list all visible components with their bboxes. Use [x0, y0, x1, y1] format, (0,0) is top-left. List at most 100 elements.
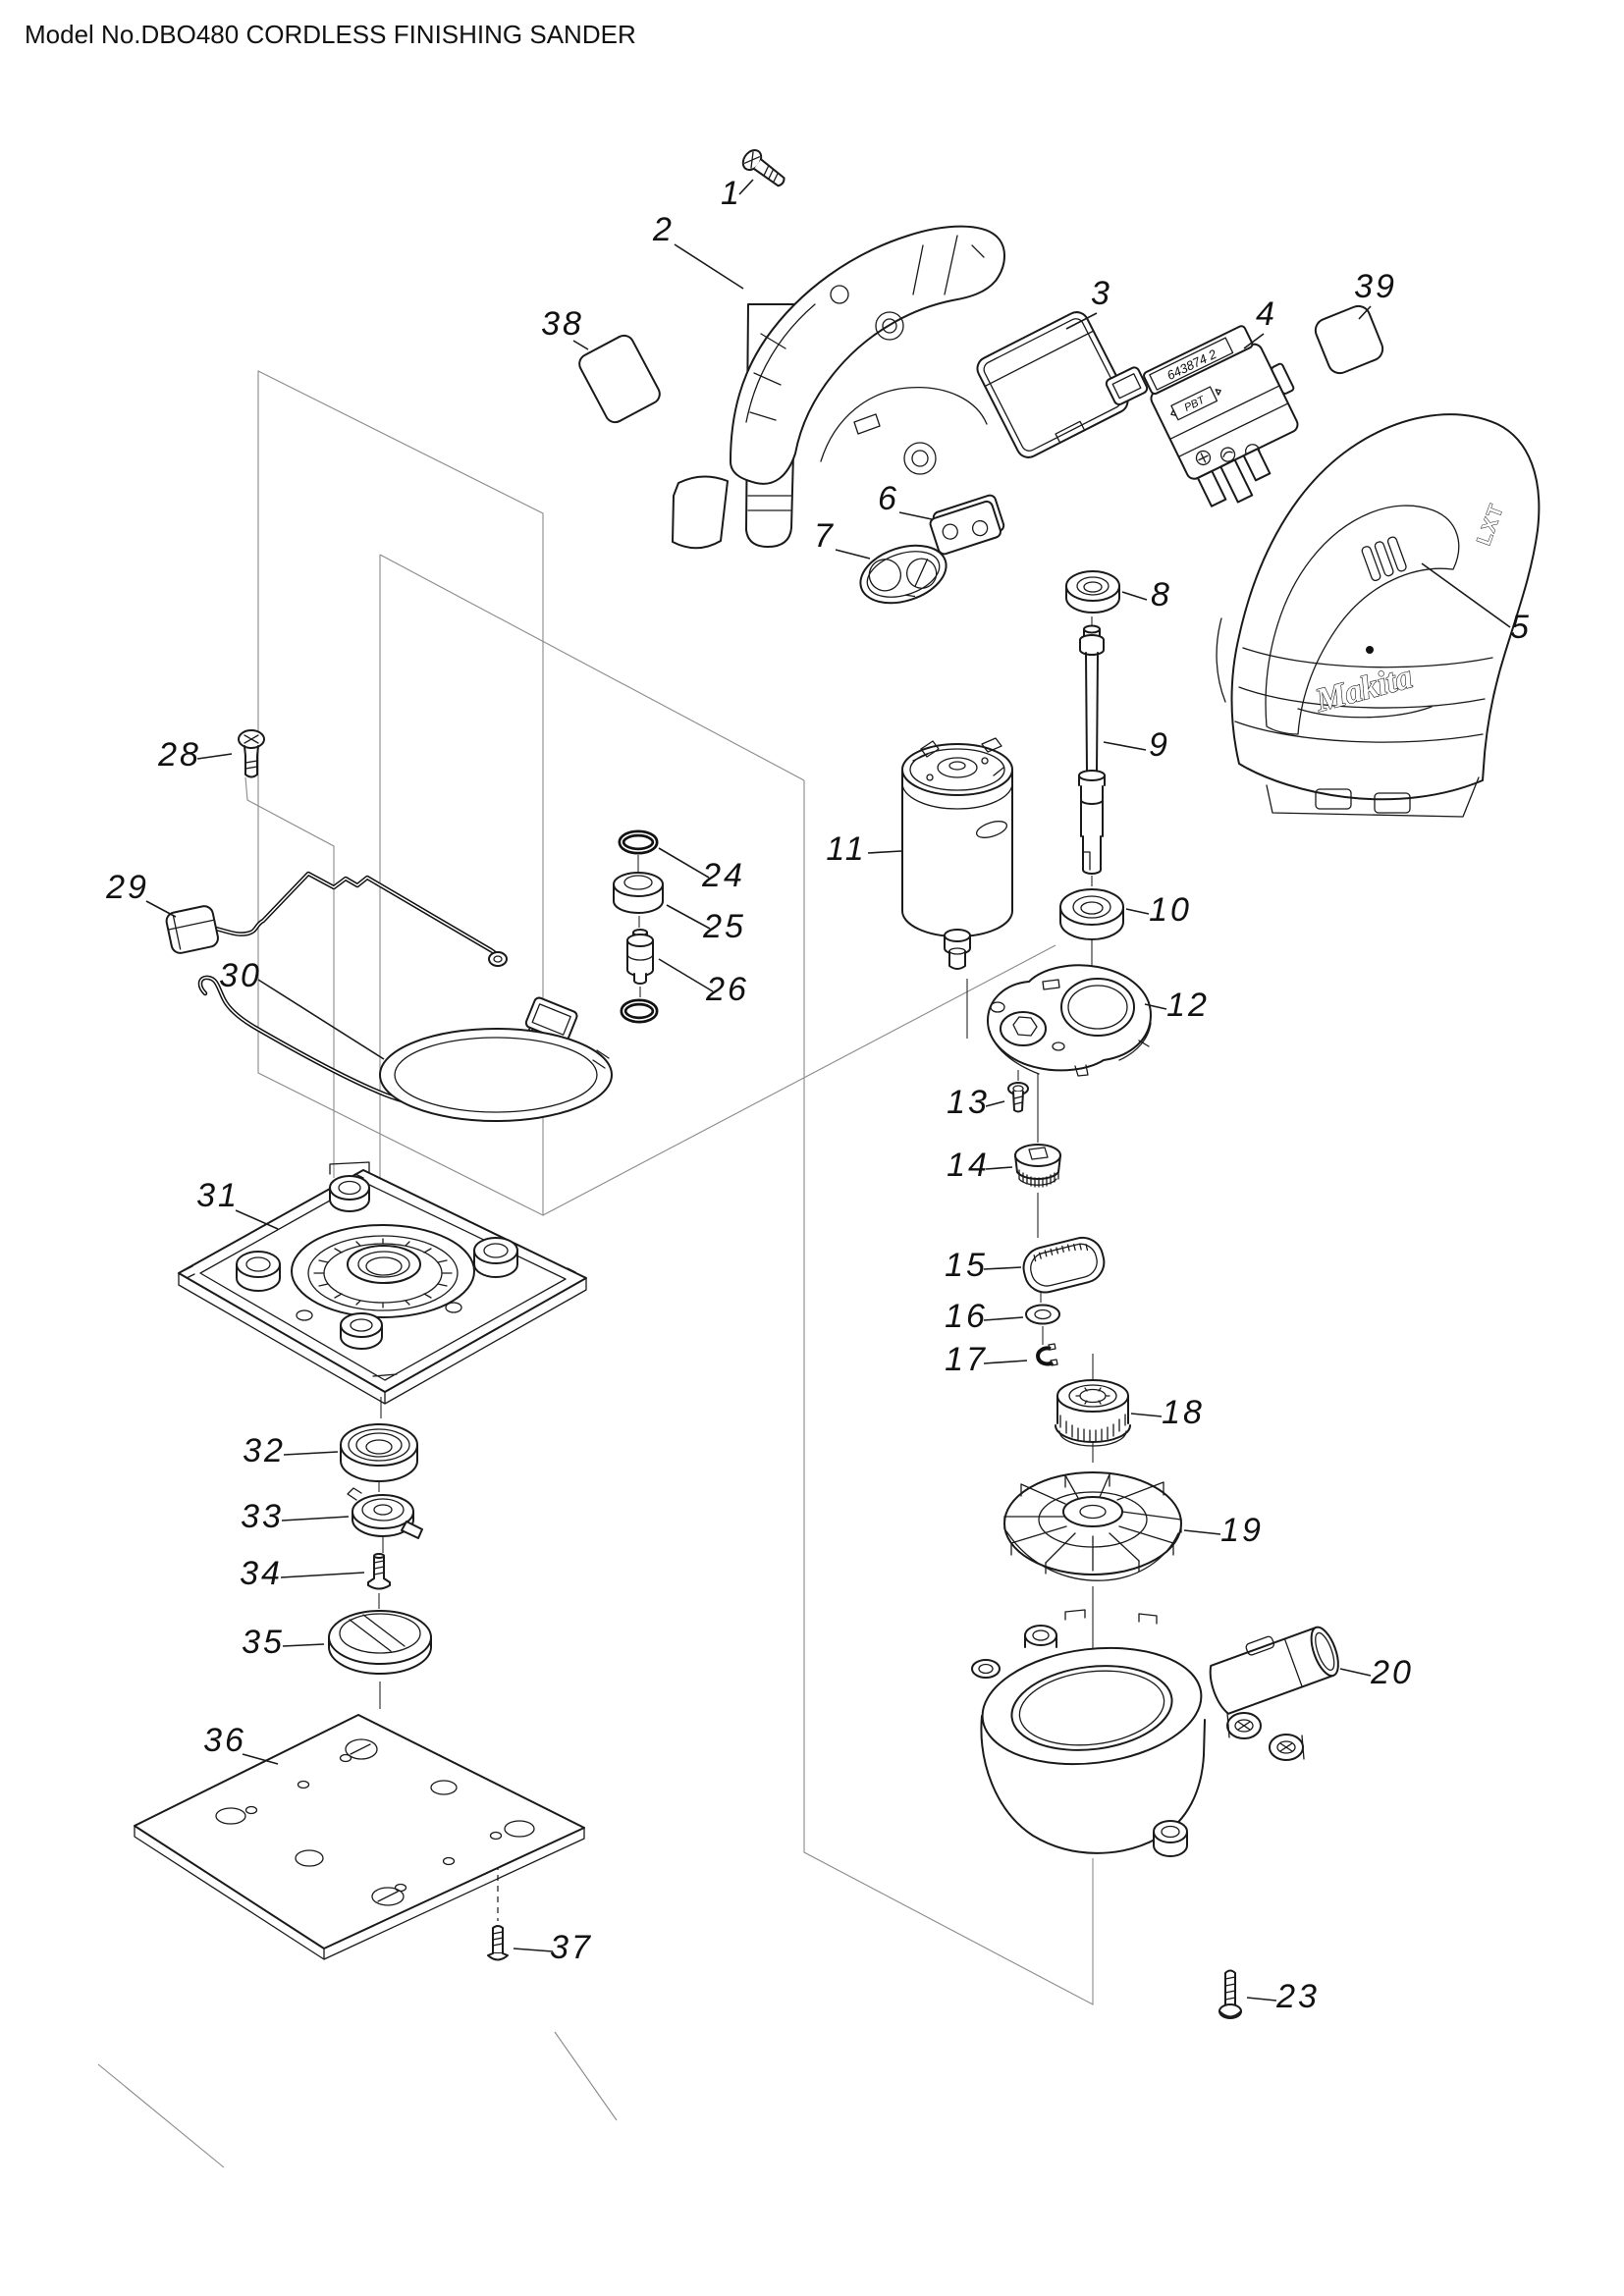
- part-callout-number: 16: [945, 1298, 988, 1335]
- part-25-sleeve: [613, 872, 664, 914]
- part-6-plate: [929, 494, 1005, 556]
- callout-leader-line: [572, 340, 589, 350]
- callout-leader-line: [196, 753, 233, 760]
- callout-leader-line: [983, 1360, 1028, 1364]
- part-callout-number: 9: [1149, 726, 1170, 764]
- callout-leader-line: [1421, 562, 1511, 628]
- part-8-bearing: [1065, 570, 1120, 614]
- callout-leader-line: [283, 1451, 339, 1456]
- part-callout-number: 10: [1149, 891, 1192, 929]
- part-callout-number: 30: [219, 957, 262, 994]
- part-5-motor-housing: Makita LXT: [1216, 413, 1541, 818]
- part-35-seal: [328, 1610, 432, 1675]
- part-callout-number: 13: [947, 1084, 990, 1121]
- callout-leader-line: [738, 179, 754, 195]
- part-callout-number: 24: [701, 857, 745, 894]
- part-28-screw: [238, 729, 265, 778]
- part-12-bearing-box: [987, 964, 1152, 1077]
- callout-leader-line: [280, 1572, 365, 1578]
- part-callout-number: 37: [550, 1929, 593, 1966]
- callout-leader-line: [1065, 312, 1098, 330]
- part-callout-number: 26: [705, 971, 749, 1008]
- part-14-pulley: [1014, 1144, 1061, 1188]
- part-4-switch: 643874 2 PBT: [1105, 325, 1299, 507]
- part-11-motor: [901, 737, 1013, 970]
- part-26-pin: [626, 929, 654, 985]
- part-callout-number: 18: [1162, 1394, 1205, 1431]
- part-callout-number: 6: [878, 480, 899, 517]
- part-34-screw: [367, 1553, 391, 1590]
- part-15-belt: [1022, 1236, 1106, 1294]
- part-39-label: [1314, 304, 1384, 375]
- callout-leader-line: [513, 1948, 554, 1952]
- part-callout-number: 4: [1256, 295, 1277, 333]
- part-callout-number: 14: [947, 1147, 990, 1184]
- page-title: Model No.DBO480 CORDLESS FINISHING SANDE…: [25, 20, 636, 49]
- part-callout-number: 35: [242, 1624, 285, 1661]
- callout-leader-line: [1125, 908, 1150, 915]
- part-callout-number: 5: [1510, 609, 1532, 646]
- callout-leader-line: [985, 1166, 1013, 1170]
- part-20-fan-housing: [971, 1609, 1339, 1857]
- part-17-retaining-ring: [1036, 1343, 1058, 1366]
- callout-leader-line: [983, 1266, 1022, 1270]
- callout-leader-line: [1339, 1668, 1372, 1677]
- part-callout-number: 31: [196, 1177, 240, 1214]
- part-33-balancer: [347, 1487, 423, 1539]
- part-callout-number: 7: [814, 517, 836, 555]
- callout-leader-line: [867, 850, 902, 854]
- callout-leader-line: [145, 900, 177, 918]
- callout-leader-line: [281, 1516, 350, 1522]
- part-callout-number: 15: [945, 1247, 988, 1284]
- part-callout-number: 8: [1151, 576, 1172, 614]
- part-callout-number: 17: [945, 1341, 988, 1378]
- callout-leader-line: [1144, 1003, 1167, 1010]
- callout-leader-line: [1243, 333, 1265, 349]
- part-callout-number: 23: [1275, 1978, 1320, 2015]
- callout-leader-line: [242, 1753, 279, 1765]
- callout-leader-line: [898, 511, 933, 520]
- callout-leader-line: [666, 904, 711, 930]
- part-23-screw: [1218, 1969, 1242, 2019]
- part-callout-number: 38: [541, 305, 584, 343]
- callout-leader-line: [835, 549, 871, 560]
- part-36-pad-plate: [134, 1714, 585, 1960]
- part-callout-number: 25: [702, 908, 746, 945]
- callout-leader-line: [1358, 305, 1372, 320]
- part-callout-number: 1: [721, 175, 742, 212]
- callout-leader-line: [235, 1209, 279, 1230]
- callout-leader-line: [1103, 741, 1147, 751]
- callout-leader-line: [282, 1643, 325, 1647]
- callout-leader-line: [658, 847, 710, 879]
- part-10-bearing: [1059, 888, 1124, 940]
- callout-leader-line: [674, 243, 744, 290]
- part-callout-number: 39: [1354, 268, 1397, 305]
- part-callout-number: 3: [1091, 275, 1112, 312]
- part-callout-number: 33: [241, 1498, 284, 1535]
- part-callout-number: 11: [826, 830, 866, 868]
- part-callout-number: 20: [1370, 1654, 1414, 1691]
- part-callout-number: 12: [1166, 987, 1210, 1024]
- callout-leader-line: [1246, 1997, 1277, 2002]
- part-callout-number: 32: [243, 1432, 286, 1469]
- part-19-fan: [1003, 1471, 1182, 1581]
- part-callout-number: 34: [240, 1555, 283, 1592]
- part-29-lever-wire: [165, 871, 508, 967]
- part-callout-number: 29: [105, 869, 149, 906]
- part-24-o-ring: [618, 829, 659, 855]
- part-31-base: [178, 1161, 587, 1405]
- callout-leader-line: [983, 1316, 1024, 1321]
- part-37-screw: [487, 1925, 509, 1961]
- callouts-layer: 1234567891011121314151617181920232425262…: [105, 175, 1532, 2015]
- part-32-bearing: [340, 1423, 418, 1482]
- part-30-ring: [379, 1028, 613, 1122]
- callout-leader-line: [658, 958, 714, 992]
- part-24-o-ring-lower: [620, 998, 659, 1024]
- part-16-washer: [1025, 1304, 1060, 1325]
- callout-leader-line: [1130, 1413, 1163, 1417]
- part-13-screw: [1007, 1082, 1029, 1113]
- callout-leader-line: [985, 1100, 1005, 1107]
- part-38-label: [578, 334, 661, 424]
- part-1-screw: [741, 148, 785, 187]
